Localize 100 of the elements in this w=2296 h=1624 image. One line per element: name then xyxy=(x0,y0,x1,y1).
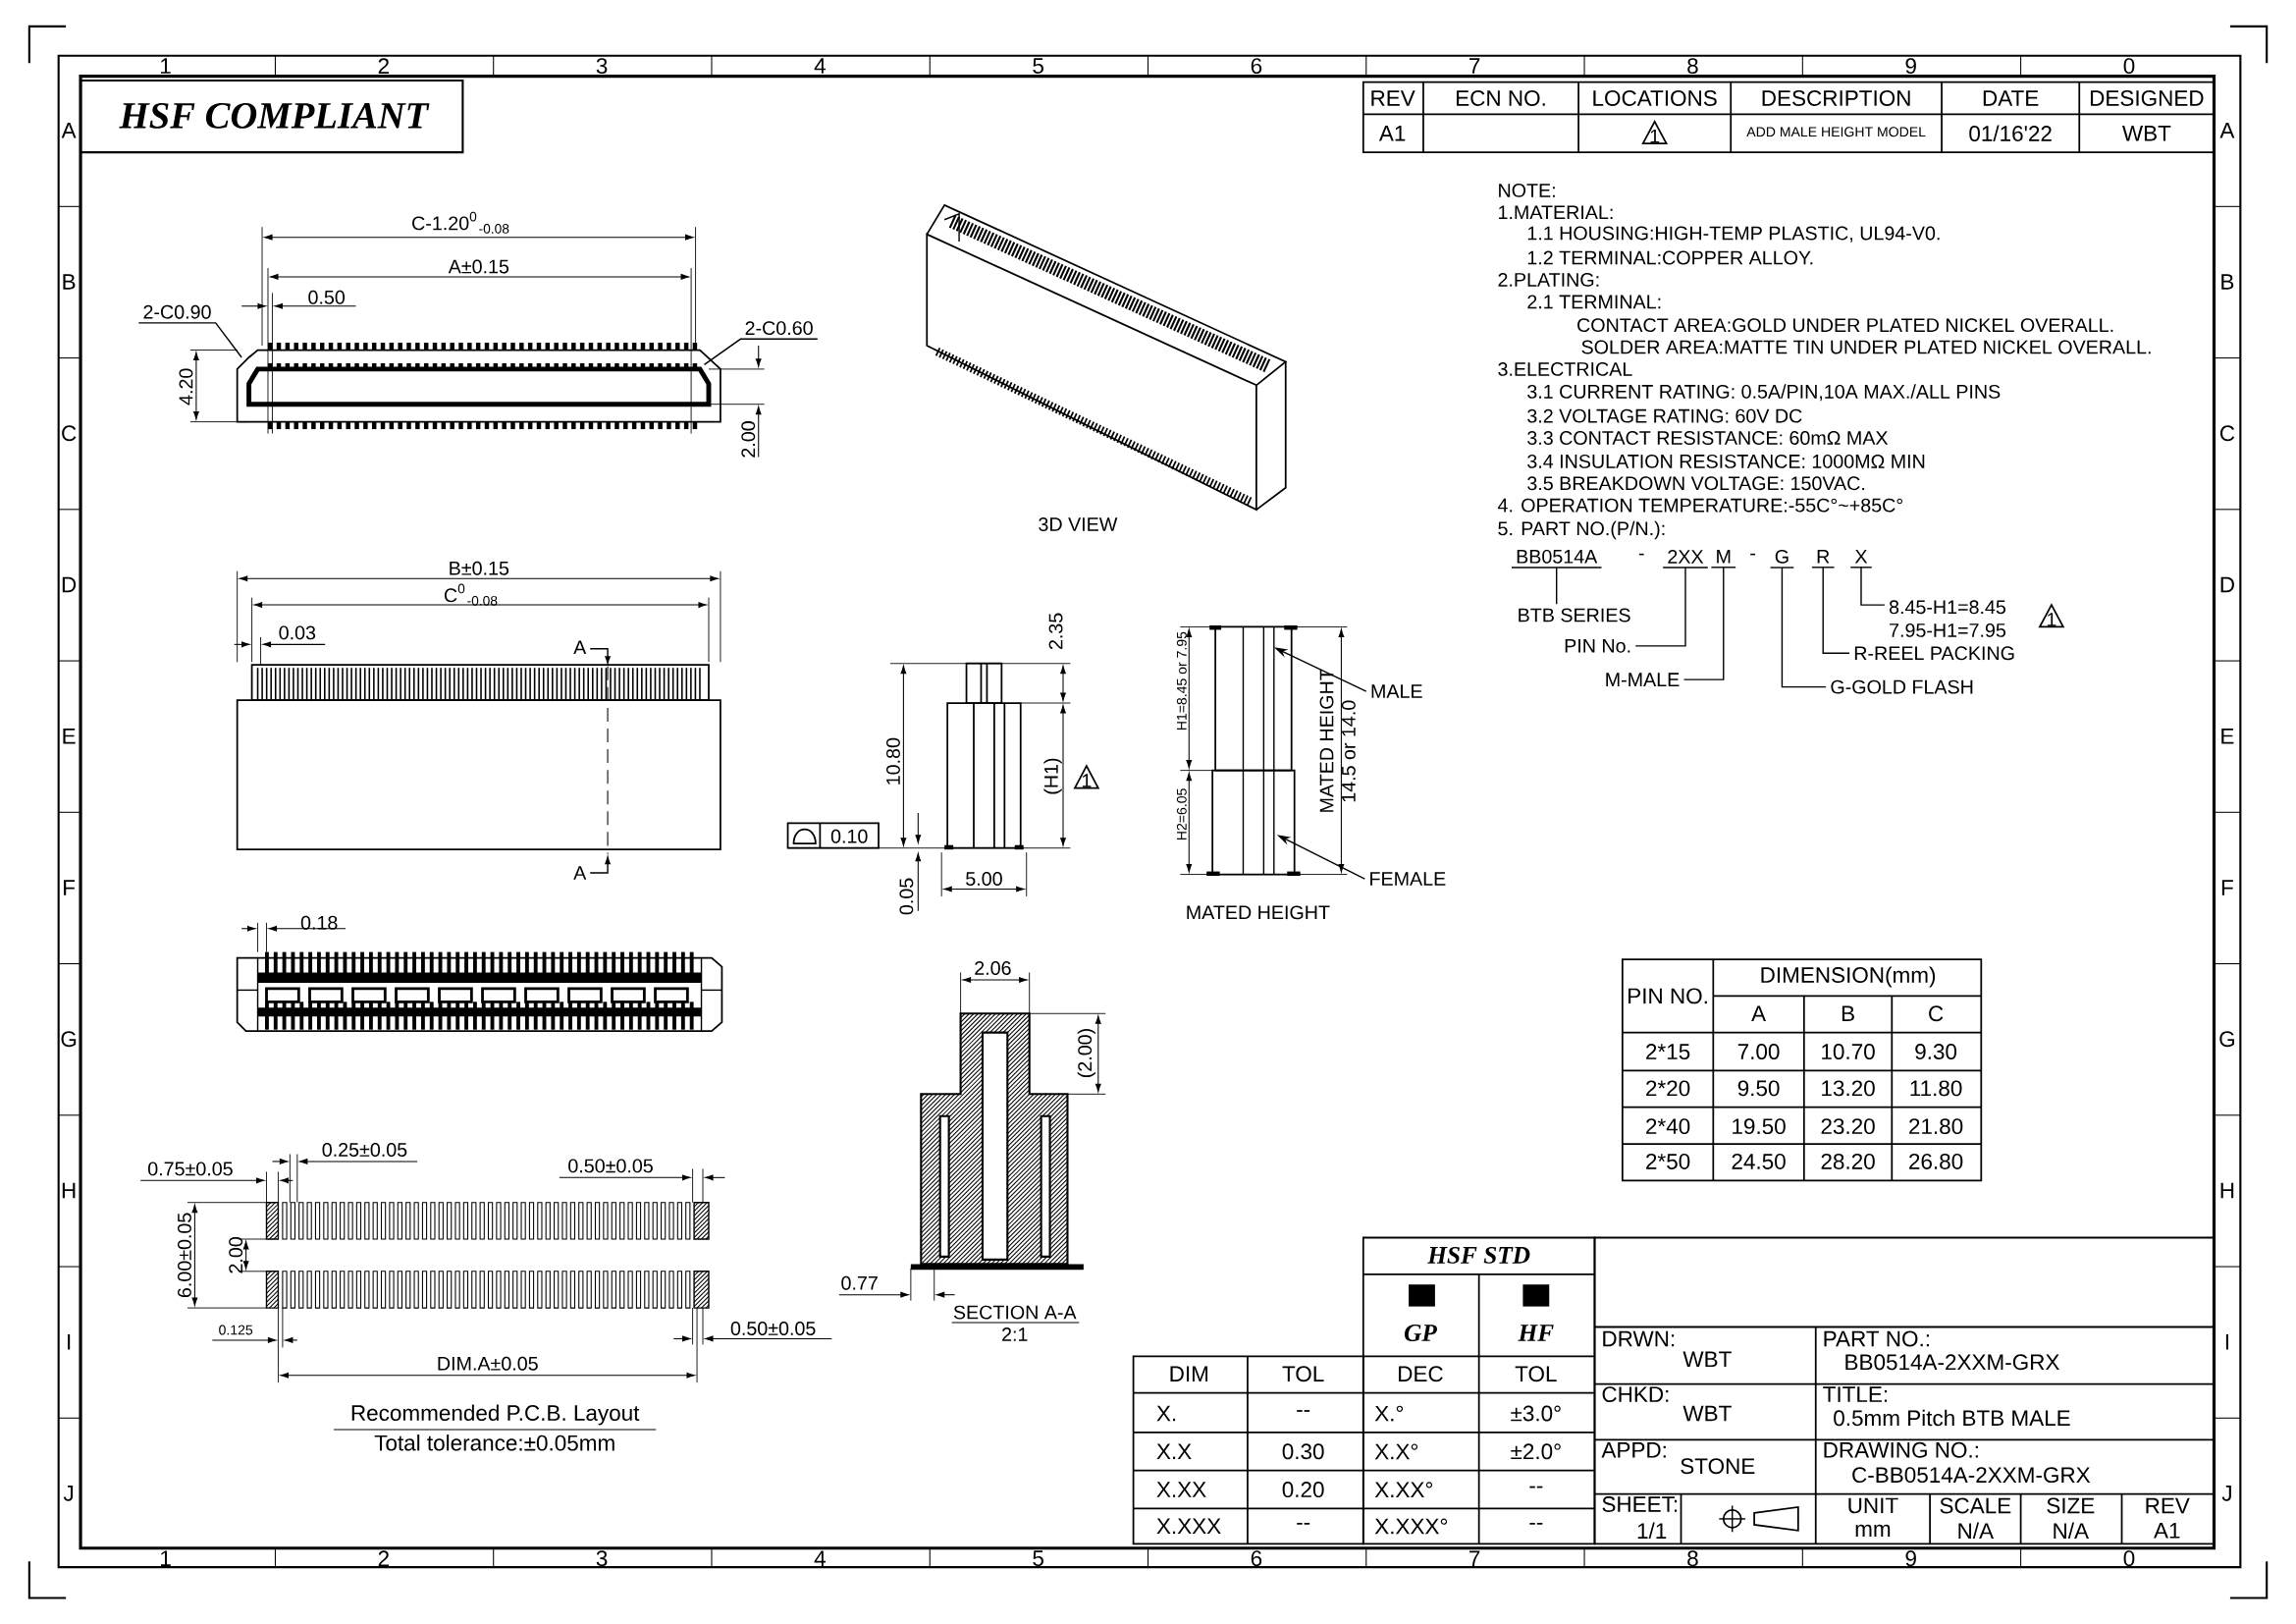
zone-number: 2 xyxy=(378,1550,389,1566)
title-block-text: CHKD: xyxy=(1602,1386,1669,1402)
callout-text: BTB SERIES xyxy=(1519,608,1630,623)
table-cell: 28.20 xyxy=(1821,1153,1875,1169)
table-cell: X.XX° xyxy=(1374,1482,1433,1497)
section-letter: A xyxy=(573,640,587,654)
note-text: 3.1 CURRENT RATING: 0.5A/PIN,10A MAX./ALL PINS xyxy=(1527,384,2001,402)
callout-text: R-REEL PACKING xyxy=(1854,646,2014,661)
table-header: GP xyxy=(1405,1324,1437,1341)
zone-letter: B xyxy=(2221,274,2234,290)
zone-letter: H xyxy=(2220,1182,2234,1199)
zone-number: 9 xyxy=(1905,58,1916,74)
leader-line xyxy=(703,338,819,365)
table-cell: A1 xyxy=(1378,125,1406,141)
part-code-dash: - xyxy=(1638,553,1644,556)
note-text: 4. OPERATION TEMPERATURE:-55C°~+85C° xyxy=(1497,498,1902,513)
title-block-text: WBT xyxy=(1682,1351,1732,1367)
zone-number: 6 xyxy=(1251,58,1262,74)
table-cell: 13.20 xyxy=(1822,1080,1875,1097)
title-block-text: C-BB0514A-2XXM-GRX xyxy=(1852,1467,2091,1483)
zone-letter: J xyxy=(63,1485,74,1501)
zone-number: 3 xyxy=(596,1550,608,1566)
part-code-dash: - xyxy=(1750,553,1755,556)
table-cell: 23.20 xyxy=(1821,1118,1875,1134)
leader-line xyxy=(1860,567,1886,606)
table-header: DESIGNED xyxy=(2090,89,2204,106)
title-block-text: DRAWING NO.: xyxy=(1824,1441,1978,1458)
table-cell: 21.80 xyxy=(1909,1118,1963,1134)
zone-letter: F xyxy=(64,880,76,895)
table-cell: 0.30 xyxy=(1282,1443,1324,1460)
zone-number: 9 xyxy=(1905,1550,1916,1566)
zone-letter: D xyxy=(62,576,77,593)
title-block-text: 1/1 xyxy=(1637,1522,1667,1539)
title-block-text: REV xyxy=(2146,1497,2190,1514)
note-text: 3.3 CONTACT RESISTANCE: 60mΩ MAX xyxy=(1527,430,1889,445)
note-text: 2.PLATING: xyxy=(1498,272,1599,287)
table-cell: 10.70 xyxy=(1822,1043,1875,1059)
table-cell: X.XX xyxy=(1156,1482,1206,1497)
zone-letter: F xyxy=(2221,880,2233,895)
callout-text: G-GOLD FLASH xyxy=(1831,679,1973,694)
dimension-text: 0.77 xyxy=(841,1275,878,1290)
title-block-text: N/A xyxy=(1958,1522,1994,1539)
zone-number: 1 xyxy=(161,1550,171,1566)
table-cell: 2*40 xyxy=(1646,1118,1690,1134)
table-cell: X.° xyxy=(1374,1405,1404,1422)
tolerance-value: 0.10 xyxy=(830,829,868,843)
zone-letter: I xyxy=(68,1333,71,1350)
table-cell: 0.20 xyxy=(1282,1482,1324,1497)
table-cell: 24.50 xyxy=(1732,1153,1786,1169)
dimension-text: 2.06 xyxy=(975,960,1011,975)
title-block-text: 0.5mm Pitch BTB MALE xyxy=(1834,1409,2070,1427)
zone-letter: C xyxy=(2219,425,2235,442)
zone-number: 6 xyxy=(1251,1550,1262,1566)
table-cell: -- xyxy=(1297,1409,1310,1412)
note-text: CONTACT AREA:GOLD UNDER PLATED NICKEL OVERALL. xyxy=(1577,318,2113,332)
zone-number: 0 xyxy=(2123,1550,2135,1566)
part-code-segment: M xyxy=(1710,549,1736,568)
note-text: 1.2 TERMINAL:COPPER ALLOY. xyxy=(1527,250,1813,265)
dimension-text: A±0.15 xyxy=(448,259,509,274)
dimension-text: 0.75±0.05 xyxy=(148,1162,233,1176)
table-cell: 01/16'22 xyxy=(1969,125,2052,141)
table-header: HSF STD xyxy=(1427,1246,1530,1264)
callout-text: PIN No. xyxy=(1565,638,1630,653)
zone-letter: E xyxy=(63,728,76,744)
zone-letter: C xyxy=(62,425,77,442)
zone-letter: G xyxy=(2219,1031,2234,1048)
leader-label: 2-C0.60 xyxy=(745,321,813,335)
table-header: DIMENSION(mm) xyxy=(1761,966,1936,988)
table-header: PIN NO. xyxy=(1629,988,1707,1004)
table-cell: ±3.0° xyxy=(1511,1405,1561,1422)
dimension-text: B±0.15 xyxy=(450,561,509,575)
zone-number: 7 xyxy=(1469,58,1480,74)
zone-letter: A xyxy=(2219,122,2235,138)
table-cell: 19.50 xyxy=(1733,1118,1786,1134)
table-cell: 2*15 xyxy=(1646,1043,1690,1059)
note-text: 3.4 INSULATION RESISTANCE: 1000MΩ MIN xyxy=(1527,454,1925,468)
table-cell: X.X° xyxy=(1374,1443,1418,1459)
dimension-text: 10.80 xyxy=(886,737,900,785)
table-cell: ±2.0° xyxy=(1511,1443,1561,1460)
zone-number: 3 xyxy=(596,58,608,74)
zone-letter: B xyxy=(63,274,76,290)
note-text: 5. PART NO.(P/N.): xyxy=(1498,520,1665,540)
title-block-text: WBT xyxy=(1682,1405,1732,1422)
title-block-text: DRWN: xyxy=(1603,1330,1675,1347)
note-text: 3.2 VOLTAGE RATING: 60V DC xyxy=(1527,408,1802,423)
table-cell: X. xyxy=(1156,1405,1176,1422)
zone-letter: H xyxy=(62,1182,76,1199)
callout-text: M-MALE xyxy=(1606,673,1680,686)
note-text: 1.MATERIAL: xyxy=(1499,205,1613,219)
note-text: 2.1 TERMINAL: xyxy=(1527,295,1661,308)
dimension-text: 6.00±0.05 xyxy=(178,1213,191,1297)
table-cell: X.XXX° xyxy=(1374,1518,1448,1535)
title-block-text: BB0514A-2XXM-GRX xyxy=(1845,1354,2059,1371)
leader-label: 2-C0.90 xyxy=(143,304,211,319)
title-block-text: N/A xyxy=(2054,1522,2089,1539)
table-header: DEC xyxy=(1399,1366,1443,1382)
zone-number: 8 xyxy=(1687,1550,1698,1566)
table-cell: 2*20 xyxy=(1646,1080,1690,1097)
table-header: LOCATIONS xyxy=(1593,89,1717,106)
table-header: B xyxy=(1842,1005,1854,1021)
